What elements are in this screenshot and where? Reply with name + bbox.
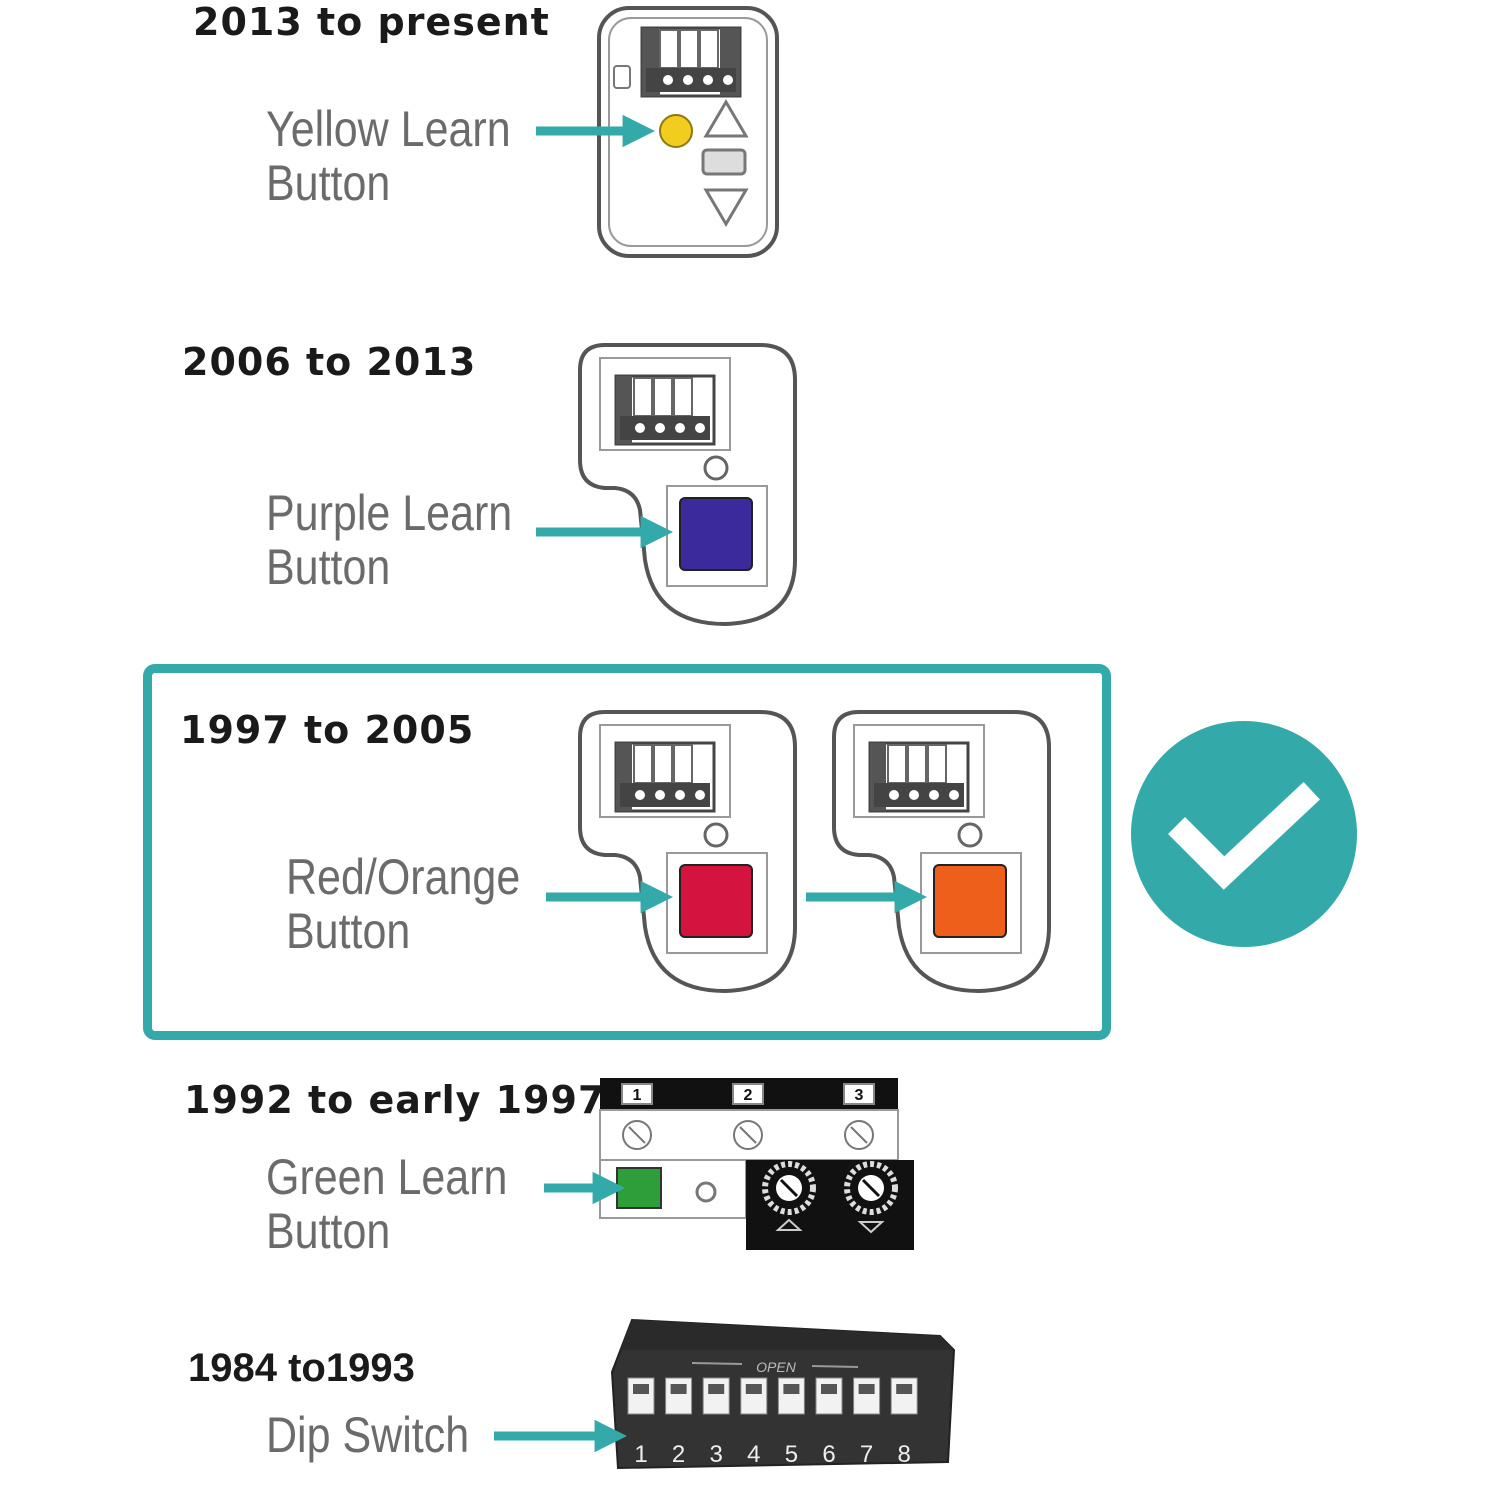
dial-icon (762, 1161, 816, 1231)
selected-highlight-box[interactable] (143, 664, 1111, 1040)
up-arrow-icon (703, 99, 749, 138)
panel-2013-remote (597, 6, 779, 258)
yellow-learn-button-icon[interactable] (659, 114, 693, 148)
dip-switch-number: 8 (898, 1441, 911, 1468)
year-label-1984: 1984 to1993 (188, 1346, 415, 1390)
red-orange-label: Red/Orange Button (286, 850, 520, 958)
dip-switch-key[interactable] (815, 1377, 843, 1415)
label-line1: Dip Switch (266, 1407, 470, 1463)
red-learn-button-icon[interactable] (679, 864, 753, 938)
dial-number-2: 2 (744, 1087, 753, 1104)
screw-icon (844, 1120, 874, 1150)
dip-switch-number: 7 (860, 1441, 873, 1468)
label-line2: Button (266, 539, 391, 595)
dip-switch-number: 2 (672, 1441, 685, 1468)
terminal-block (614, 374, 716, 446)
screw-icon (733, 1120, 763, 1150)
dip-switch-number: 3 (710, 1441, 723, 1468)
panel-1992-board: 1 2 3 (599, 1078, 914, 1250)
dip-switch-slider (633, 1384, 649, 1394)
terminal-block (868, 741, 970, 813)
panel-1997-board-red (578, 710, 797, 994)
dip-switch-key[interactable] (890, 1377, 918, 1415)
year-label-2006: 2006 to 2013 (182, 340, 477, 384)
checkmark-badge (1131, 721, 1357, 947)
screw-icon (622, 1120, 652, 1150)
purple-learn-label: Purple Learn Button (266, 486, 512, 594)
dip-switch-number: 1 (634, 1441, 647, 1468)
label-line2: Button (266, 1203, 391, 1259)
dial-icon (844, 1161, 898, 1234)
dip-switch-number: 6 (822, 1441, 835, 1468)
dip-switch-label: Dip Switch (266, 1408, 469, 1462)
green-learn-label: Green Learn Button (266, 1150, 507, 1258)
label-line1: Yellow Learn (266, 101, 511, 157)
green-learn-button-icon[interactable] (616, 1167, 662, 1209)
dial-number-3: 3 (855, 1087, 864, 1104)
dip-switch-slider (858, 1384, 875, 1394)
year-label-1992: 1992 to early 1997 (184, 1078, 606, 1122)
year-label-1997: 1997 to 2005 (180, 708, 475, 752)
dip-switch-key[interactable] (702, 1377, 730, 1415)
check-circle-icon (1131, 721, 1357, 947)
dip-switch-open-label: OPEN (756, 1359, 797, 1375)
label-line1: Red/Orange (286, 849, 521, 905)
panel-2006-board (578, 343, 797, 627)
purple-learn-button-icon[interactable] (679, 497, 753, 571)
dip-switch-slider (821, 1384, 837, 1394)
dip-switch-slider (708, 1384, 725, 1394)
label-line2: Button (286, 903, 411, 959)
dip-switch-key[interactable] (627, 1377, 655, 1415)
dip-switch-slider (670, 1384, 687, 1394)
label-line2: Button (266, 155, 391, 211)
dip-switch-number: 4 (747, 1441, 760, 1468)
dip-switch-slider (745, 1384, 762, 1394)
panel-1997-board-orange (832, 710, 1051, 994)
down-arrow-icon (703, 188, 749, 227)
terminal-block (640, 26, 742, 98)
label-line1: Green Learn (266, 1149, 508, 1205)
check-icon (1168, 782, 1320, 890)
label-line1: Purple Learn (266, 485, 513, 541)
dip-switch-key[interactable] (740, 1377, 768, 1415)
stop-button-icon (701, 148, 747, 176)
dip-switch-key[interactable] (777, 1377, 805, 1415)
dip-switch-number: 5 (785, 1441, 798, 1468)
yellow-learn-label: Yellow Learn Button (266, 102, 511, 210)
terminal-block (614, 741, 716, 813)
orange-learn-button-icon[interactable] (933, 864, 1007, 938)
dial-number-1: 1 (633, 1087, 642, 1104)
dip-switch-key[interactable] (853, 1377, 881, 1415)
dip-switch-keys (627, 1377, 918, 1415)
year-label-2013: 2013 to present (193, 0, 550, 44)
dip-switch-slider (896, 1384, 913, 1394)
dip-switch-slider (783, 1384, 800, 1394)
dip-switch-key[interactable] (665, 1377, 693, 1415)
